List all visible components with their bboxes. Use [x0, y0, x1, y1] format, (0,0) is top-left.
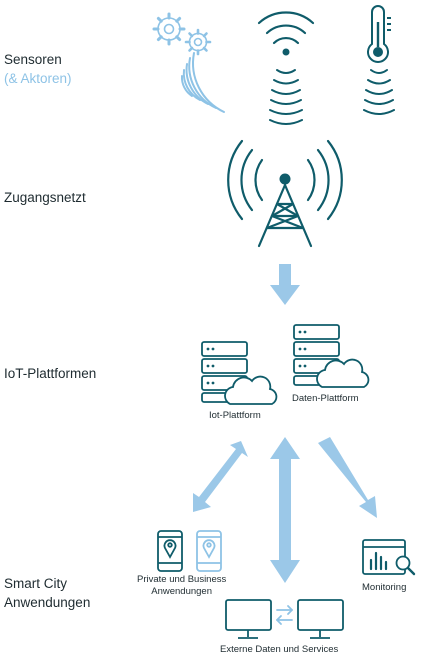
- monitoring-label: Monitoring: [362, 582, 407, 593]
- external-data-icon: [225, 599, 344, 639]
- phone-light-icon: [196, 530, 222, 572]
- radio-tower-icon: [227, 139, 343, 248]
- phone-icon: [157, 530, 183, 572]
- sync-arrows-icon: [276, 605, 293, 625]
- gears-signal-icon: [180, 52, 225, 113]
- arrow-vertical-external: [270, 437, 300, 583]
- thermometer-icon: [367, 5, 391, 63]
- arrow-down: [270, 264, 300, 305]
- sensors-sublabel: (& Aktoren): [4, 71, 72, 86]
- apps-label-line1: Smart City: [4, 576, 68, 591]
- private-business-label: Private und Business Anwendungen: [137, 574, 226, 598]
- wifi-icon: [257, 11, 315, 56]
- data-platform-icon: [293, 324, 370, 388]
- monitoring-icon: [362, 539, 416, 576]
- arrow-to-monitoring: [318, 437, 377, 518]
- apps-label-line2: Anwendungen: [4, 595, 91, 610]
- layer-label-apps: Smart City Anwendungen: [4, 574, 90, 612]
- sensors-label: Sensoren: [4, 52, 62, 67]
- external-data-label: Externe Daten und Services: [220, 644, 339, 655]
- layer-label-sensors: Sensoren (& Aktoren): [4, 50, 72, 88]
- layer-label-access: Zugangsnetzt: [4, 190, 86, 205]
- wifi-signal-icon: [269, 69, 303, 125]
- iot-platform-label: Iot-Plattform: [209, 410, 261, 421]
- gears-icon: [152, 12, 212, 56]
- thermometer-signal-icon: [363, 69, 395, 115]
- data-platform-label: Daten-Plattform: [292, 393, 359, 404]
- arrow-platform-to-apps: [193, 441, 248, 512]
- private-business-line1: Private und Business: [137, 574, 227, 585]
- layer-label-platforms: IoT-Plattformen: [4, 366, 97, 381]
- iot-platform-icon: [201, 341, 278, 405]
- private-business-line2: Anwendungen: [151, 586, 212, 597]
